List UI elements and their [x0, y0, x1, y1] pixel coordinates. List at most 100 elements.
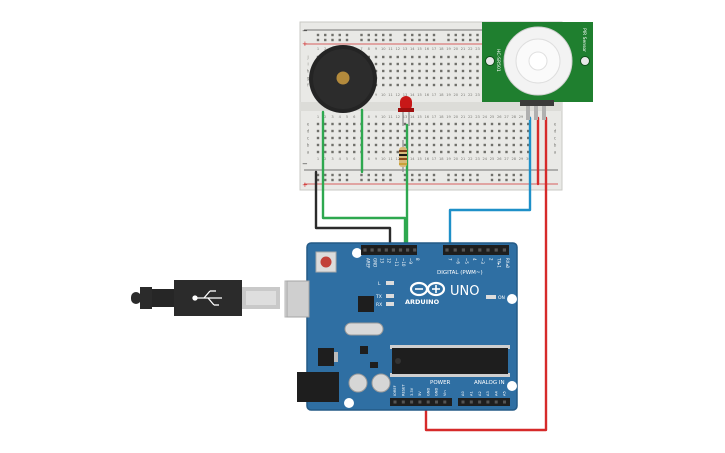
- column-number: 5: [346, 115, 348, 119]
- breadboard-hole: [447, 136, 450, 140]
- rail-hole: [447, 178, 450, 182]
- breadboard-hole: [316, 143, 320, 147]
- rail-hole: [403, 173, 407, 177]
- header-pin: [494, 248, 498, 252]
- breadboard-hole: [498, 150, 501, 154]
- breadboard-hole: [512, 150, 515, 154]
- breadboard-hole: [527, 122, 530, 126]
- rail-hole: [432, 178, 436, 182]
- breadboard-hole: [505, 143, 508, 147]
- column-number: 29: [519, 115, 524, 119]
- breadboard-hole: [331, 150, 334, 154]
- breadboard-hole: [469, 136, 472, 140]
- column-number: 10: [381, 157, 386, 161]
- breadboard-hole: [440, 122, 443, 126]
- breadboard-hole: [396, 76, 399, 80]
- rail-hole: [316, 173, 320, 177]
- column-number: 18: [439, 93, 444, 97]
- breadboard-hole: [440, 150, 443, 154]
- column-number: 14: [410, 115, 415, 119]
- rail-minus-top: −: [302, 27, 308, 35]
- column-number: 15: [417, 115, 422, 119]
- breadboard-hole: [476, 143, 479, 147]
- breadboard-hole: [454, 55, 457, 59]
- analog-pin-label: A4: [494, 391, 498, 396]
- rail-hole: [461, 173, 465, 177]
- column-number: 6: [353, 157, 356, 161]
- rail-hole: [469, 38, 472, 42]
- breadboard-hole: [476, 150, 479, 154]
- rail-hole: [324, 38, 327, 42]
- pir-label-left: HC-SR501: [495, 49, 501, 72]
- breadboard-hole: [454, 83, 457, 87]
- column-number: 14: [410, 93, 415, 97]
- rail-hole: [338, 173, 341, 177]
- breadboard-hole: [440, 55, 443, 59]
- breadboard-hole: [396, 150, 399, 154]
- column-number: 29: [519, 157, 524, 161]
- arduino-logo-text: ARDUINO: [405, 298, 440, 306]
- rail-hole: [389, 38, 392, 42]
- breadboard-hole: [425, 122, 428, 126]
- rail-hole: [454, 33, 457, 37]
- breadboard-hole: [461, 143, 465, 147]
- column-number: 1: [317, 115, 319, 119]
- column-number: 21: [461, 93, 466, 97]
- rail-hole: [461, 33, 465, 37]
- breadboard-hole: [490, 143, 494, 147]
- breadboard-hole: [345, 150, 349, 154]
- column-number: 1: [317, 47, 319, 51]
- rail-plus-top: +: [302, 40, 308, 48]
- breadboard-hole: [454, 76, 457, 80]
- breadboard-hole: [512, 122, 515, 126]
- rail-hole: [331, 38, 334, 42]
- analog-pin-label: A0: [461, 391, 465, 396]
- breadboard-hole: [331, 122, 334, 126]
- rail-hole: [469, 173, 472, 177]
- breadboard-hole: [454, 122, 457, 126]
- rail-hole: [512, 178, 515, 182]
- row-letter: g: [307, 76, 310, 81]
- breadboard-hole: [440, 129, 443, 133]
- breadboard-hole: [411, 69, 414, 73]
- breadboard-hole: [519, 129, 523, 133]
- breadboard-hole: [519, 122, 523, 126]
- breadboard-hole: [389, 69, 392, 73]
- breadboard-hole: [469, 76, 472, 80]
- analog-pin-label: A1: [470, 391, 474, 396]
- breadboard-hole: [498, 129, 501, 133]
- breadboard-hole: [476, 136, 479, 140]
- rail-hole: [324, 33, 327, 37]
- rail-hole: [505, 178, 508, 182]
- breadboard-hole: [411, 129, 414, 133]
- digital-pin-label: GND: [373, 258, 378, 267]
- breadboard-hole: [374, 122, 378, 126]
- breadboard-hole: [389, 83, 392, 87]
- breadboard-hole: [476, 83, 479, 87]
- breadboard-hole: [411, 76, 414, 80]
- breadboard-hole: [483, 150, 486, 154]
- pir-sensor: HC-SR501 PIR Sensor: [482, 22, 593, 120]
- column-number: 9: [375, 93, 378, 97]
- column-number: 9: [375, 115, 378, 119]
- rail-hole: [345, 38, 349, 42]
- breadboard-hole: [483, 129, 486, 133]
- rail-hole: [360, 33, 363, 37]
- rail-hole: [447, 33, 450, 37]
- row-letter: c: [554, 136, 556, 141]
- rail-hole: [374, 38, 378, 42]
- breadboard-hole: [476, 129, 479, 133]
- breadboard-hole: [447, 69, 450, 73]
- breadboard-hole: [512, 136, 515, 140]
- breadboard-hole: [519, 136, 523, 140]
- rail-hole: [338, 178, 341, 182]
- breadboard-hole: [324, 122, 327, 126]
- breadboard-hole: [403, 62, 407, 66]
- column-number: 19: [446, 115, 451, 119]
- breadboard-hole: [389, 55, 392, 59]
- breadboard-hole: [425, 76, 428, 80]
- rail-hole: [454, 38, 457, 42]
- breadboard-hole: [374, 136, 378, 140]
- breadboard-hole: [469, 62, 472, 66]
